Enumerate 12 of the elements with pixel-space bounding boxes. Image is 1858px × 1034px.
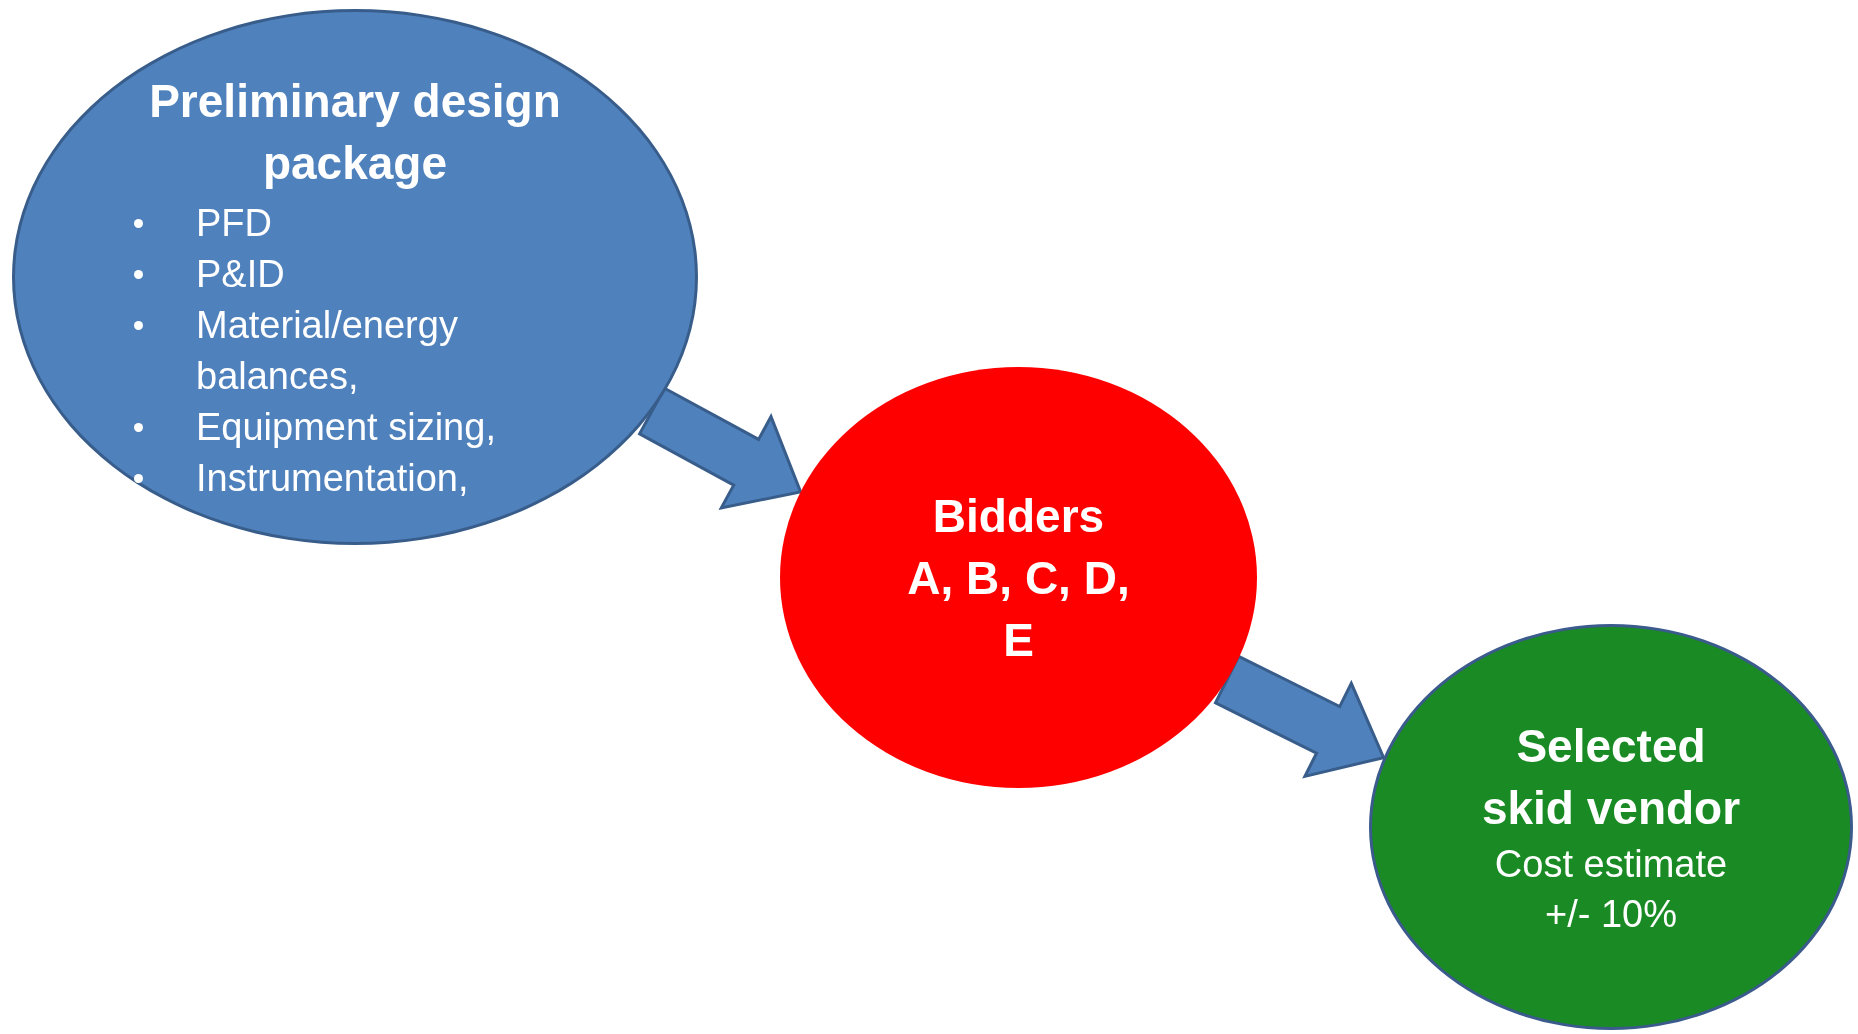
node-subtitle: A, B, C, D, E [906, 550, 1131, 668]
block-arrow [1213, 654, 1386, 779]
block-arrow [637, 386, 803, 510]
bullet-item: PFD [196, 202, 272, 244]
node-title: Selected skid vendor [1480, 719, 1742, 836]
bullet-item: Material/energy balances, [196, 304, 458, 397]
node-title: Bidders [932, 488, 1105, 544]
bullet-item: Instrumentation, [196, 457, 469, 499]
node-subtitle: Cost estimate +/- 10% [1493, 842, 1729, 937]
node-title: Preliminary design package [148, 74, 562, 191]
bullet-item: P&ID [196, 253, 285, 295]
bullet-item: Equipment sizing, [196, 406, 496, 448]
